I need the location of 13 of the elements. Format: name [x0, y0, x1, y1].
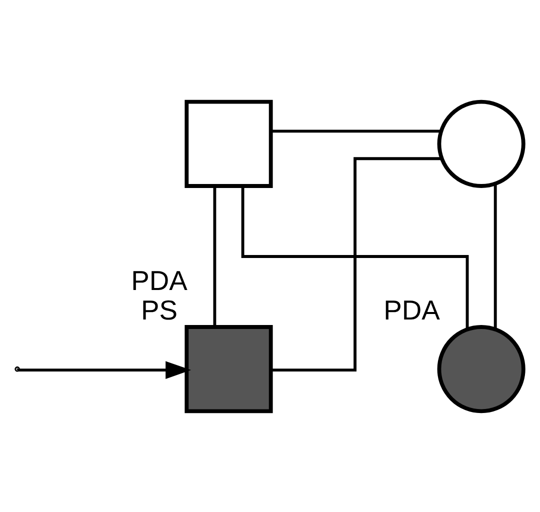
connector: [241, 186, 469, 329]
node-box: [184, 99, 273, 188]
node-circle: [437, 99, 526, 188]
connector: [494, 183, 497, 328]
connector: [272, 156, 442, 372]
connector: [271, 129, 441, 132]
arrow: [17, 360, 192, 378]
node-label: PDA: [384, 294, 440, 326]
connector: [213, 186, 216, 326]
node-label: PS: [140, 294, 178, 326]
node-box: [184, 324, 273, 413]
node-circle: [437, 324, 526, 413]
node-label: PDA: [131, 264, 188, 296]
